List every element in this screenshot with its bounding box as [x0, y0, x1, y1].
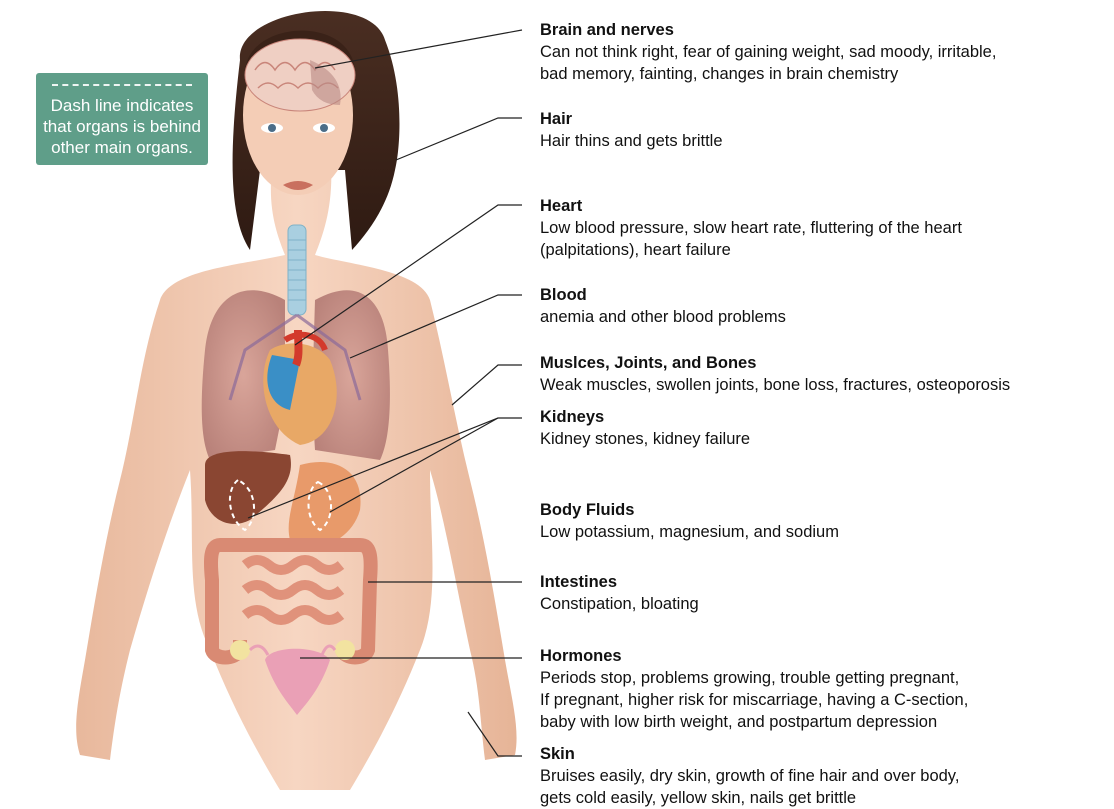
- label-description: Low blood pressure, slow heart rate, flu…: [540, 217, 962, 261]
- label-description: Can not think right, fear of gaining wei…: [540, 41, 996, 85]
- label-description: Hair thins and gets brittle: [540, 130, 723, 152]
- label-body-fluids: Body Fluids Low potassium, magnesium, an…: [540, 499, 839, 543]
- label-title: Intestines: [540, 571, 699, 593]
- ovary-left: [230, 640, 250, 660]
- label-description: Weak muscles, swollen joints, bone loss,…: [540, 374, 1010, 396]
- label-title: Hormones: [540, 645, 968, 667]
- label-title: Heart: [540, 195, 962, 217]
- label-title: Brain and nerves: [540, 19, 996, 41]
- label-description: anemia and other blood problems: [540, 306, 786, 328]
- label-kidneys: Kidneys Kidney stones, kidney failure: [540, 406, 750, 450]
- label-description: Kidney stones, kidney failure: [540, 428, 750, 450]
- label-description: Bruises easily, dry skin, growth of fine…: [540, 765, 959, 809]
- label-intestines: Intestines Constipation, bloating: [540, 571, 699, 615]
- label-brain-and-nerves: Brain and nerves Can not think right, fe…: [540, 19, 996, 85]
- dash-line-note: Dash line indicates that organs is behin…: [36, 73, 208, 165]
- label-hair: Hair Hair thins and gets brittle: [540, 108, 723, 152]
- label-skin: Skin Bruises easily, dry skin, growth of…: [540, 743, 959, 809]
- label-muscles-joints-bones: Muslces, Joints, and Bones Weak muscles,…: [540, 352, 1010, 396]
- label-blood: Blood anemia and other blood problems: [540, 284, 786, 328]
- label-heart: Heart Low blood pressure, slow heart rat…: [540, 195, 962, 261]
- label-title: Kidneys: [540, 406, 750, 428]
- dash-line-sample: [52, 84, 192, 86]
- label-title: Muslces, Joints, and Bones: [540, 352, 1010, 374]
- label-title: Blood: [540, 284, 786, 306]
- label-description: Constipation, bloating: [540, 593, 699, 615]
- label-title: Hair: [540, 108, 723, 130]
- label-title: Skin: [540, 743, 959, 765]
- label-hormones: Hormones Periods stop, problems growing,…: [540, 645, 968, 733]
- label-description: Low potassium, magnesium, and sodium: [540, 521, 839, 543]
- label-title: Body Fluids: [540, 499, 839, 521]
- ovary-right: [335, 640, 355, 660]
- label-description: Periods stop, problems growing, trouble …: [540, 667, 968, 733]
- note-text: Dash line indicates that organs is behin…: [43, 96, 201, 157]
